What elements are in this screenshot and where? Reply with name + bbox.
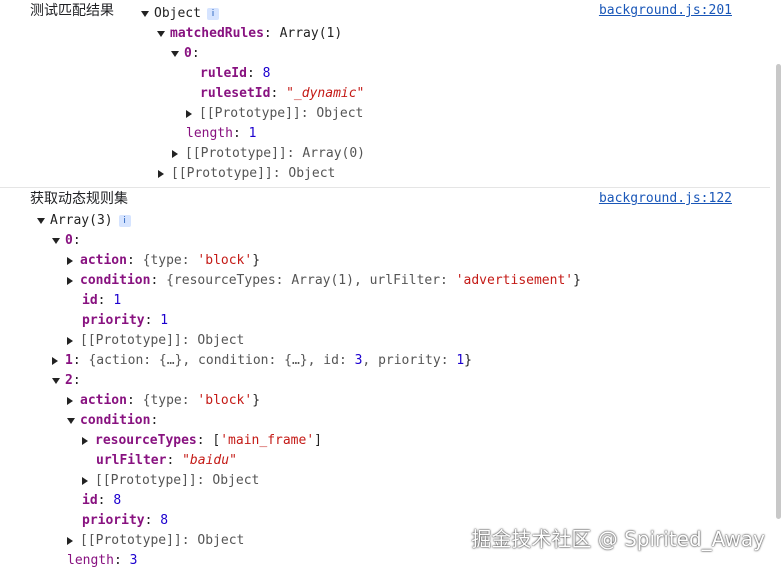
collapse-arrow-icon [172,149,178,158]
collapse-arrow-icon [158,169,164,178]
console-log-label: 获取动态规则集 [30,191,128,207]
prototype-node[interactable]: [[Prototype]]: Object [158,164,335,184]
tree-node-index-1[interactable]: 1: {action: {…}, condition: {…}, id: 3, … [52,351,472,371]
property-id: id: 8 [82,493,122,508]
tree-node-action[interactable]: action: {type: 'block'} [67,391,260,411]
source-link[interactable]: background.js:201 [598,3,732,18]
info-icon[interactable]: i [118,214,131,227]
tree-node-condition[interactable]: condition: [67,411,158,431]
collapse-arrow-icon [52,356,58,365]
expand-arrow-icon [171,50,179,57]
collapse-arrow-icon [67,256,73,265]
property-rulesetId: rulesetId: "_dynamic" [200,86,365,101]
property-urlFilter: urlFilter: "baidu" [96,453,237,468]
prototype-node[interactable]: [[Prototype]]: Object [67,531,244,551]
collapse-arrow-icon [82,476,88,485]
expand-arrow-icon [52,237,60,244]
tree-node-index-2[interactable]: 2: [52,371,81,391]
property-length: length: 3 [67,553,138,568]
property-length: length: 1 [186,126,257,141]
prototype-node[interactable]: [[Prototype]]: Object [82,471,259,491]
tree-node-index-0[interactable]: 0: [52,231,81,251]
collapse-arrow-icon [67,276,73,285]
tree-node-index-0[interactable]: 0: [171,44,200,64]
property-ruleId: ruleId: 8 [200,66,271,81]
expand-arrow-icon [37,217,45,224]
expand-arrow-icon [67,417,75,424]
expand-arrow-icon [52,377,60,384]
prototype-node[interactable]: [[Prototype]]: Array(0) [172,144,365,164]
tree-node-action[interactable]: action: {type: 'block'} [67,251,260,271]
prototype-node[interactable]: [[Prototype]]: Object [186,104,363,124]
collapse-arrow-icon [186,109,192,118]
watermark: 掘金技术社区 @ Spirited_Away [471,527,765,551]
tree-node-matchedRules[interactable]: matchedRules: Array(1) [157,24,342,44]
scrollbar-thumb[interactable] [776,64,781,519]
log-divider [0,187,770,188]
collapse-arrow-icon [67,536,73,545]
expand-arrow-icon [141,10,149,17]
source-link[interactable]: background.js:122 [598,191,732,206]
prototype-node[interactable]: [[Prototype]]: Object [67,331,244,351]
collapse-arrow-icon [67,336,73,345]
property-id: id: 1 [82,293,122,308]
console-log-label: 测试匹配结果 [30,3,114,19]
collapse-arrow-icon [67,396,73,405]
array-root-toggle[interactable]: Array(3)i [37,211,131,231]
property-priority: priority: 8 [82,513,169,528]
expand-arrow-icon [157,30,165,37]
collapse-arrow-icon [82,436,88,445]
tree-node-resourceTypes[interactable]: resourceTypes: ['main_frame'] [82,431,322,451]
property-priority: priority: 1 [82,313,169,328]
info-icon[interactable]: i [206,7,219,20]
tree-node-condition[interactable]: condition: {resourceTypes: Array(1), url… [67,271,581,291]
